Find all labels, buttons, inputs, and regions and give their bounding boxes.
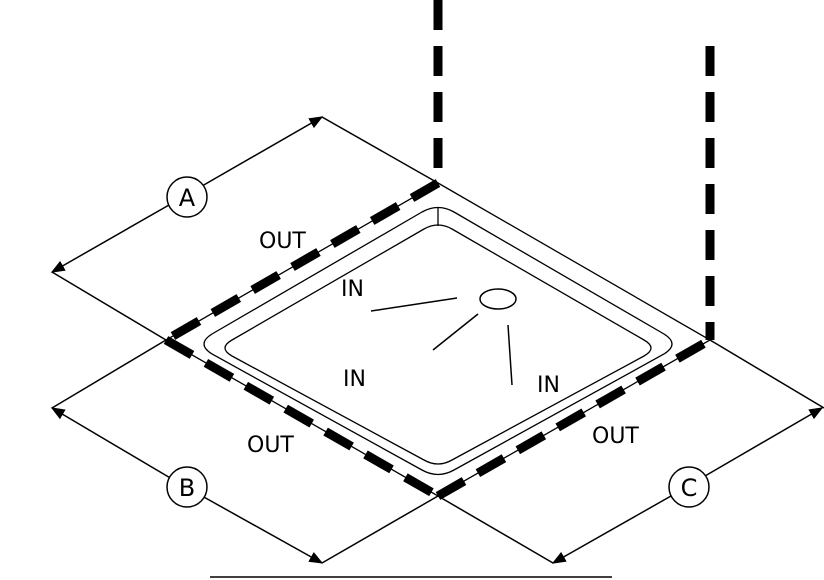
dimension-a-arrow-line-2 (50, 204, 170, 273)
in-label-right: IN (537, 373, 560, 398)
dimension-b-arrow-line-2 (201, 495, 324, 564)
dimension-b-arrow-line (50, 407, 173, 480)
tray-inner-lip-inner (224, 224, 652, 465)
dimension-a-extension-top (321, 116, 439, 184)
dimension-a-label: A (179, 184, 196, 212)
dimension-c-circle (668, 466, 710, 508)
dimension-b-extension-top (51, 339, 167, 409)
out-label-bottom-left: OUT (247, 433, 294, 458)
dimension-c-extension-top (437, 495, 554, 564)
slope-line-middle (432, 313, 479, 351)
dimension-a-extension-bottom (51, 271, 167, 341)
dimension-b-extension-bottom (321, 495, 439, 564)
dimension-c-arrow-line-2 (704, 407, 824, 477)
tray-dashed-wall-side (163, 179, 441, 344)
tray-inner-lip-outer (203, 206, 673, 476)
slope-line-right (507, 324, 513, 386)
tray-dashed-front-left (163, 336, 441, 500)
dimension-c-arrow-line (551, 495, 672, 564)
dimension-c-extension-bottom (709, 339, 824, 409)
out-label-top-left: OUT (259, 229, 306, 254)
dimension-b-circle (166, 466, 208, 508)
tray-dashed-front-right (435, 336, 713, 500)
in-label-middle: IN (343, 367, 366, 392)
out-label-bottom-right: OUT (592, 424, 639, 449)
in-label-top: IN (341, 277, 364, 302)
drain-icon (479, 288, 517, 310)
dimension-c-label: C (681, 474, 698, 502)
slope-line-left (370, 297, 458, 312)
dimension-a-circle (166, 176, 208, 218)
dimension-b-label: B (179, 474, 195, 502)
